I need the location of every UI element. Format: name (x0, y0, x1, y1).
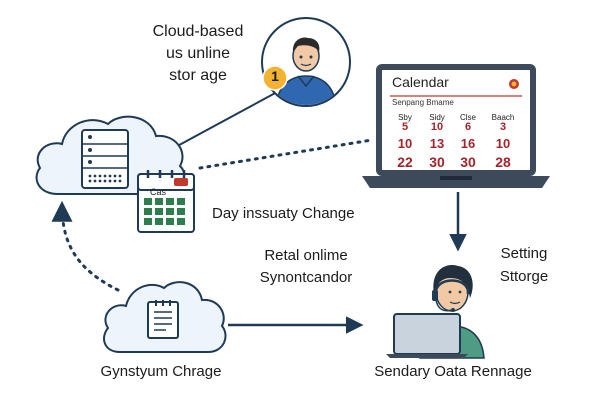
calendar-header: Sby (398, 113, 412, 122)
cloud-storage-label-line1: Cloud-based (152, 23, 244, 40)
small-calendar-icon (137, 170, 195, 233)
sendary-label: Sendary Oata Rennage (374, 363, 532, 380)
calendar-header: Baach (491, 113, 515, 122)
calendar-header: Sidy (429, 113, 445, 122)
retal-label-line1: Retal onlime (264, 247, 348, 264)
calendar-cell: 3 (499, 121, 507, 133)
retal-label-line2: Synontcandor (259, 269, 353, 286)
number-badge-icon (262, 65, 288, 91)
calendar-cell: 28 (495, 154, 511, 170)
operator-headset-icon (386, 265, 485, 359)
calendar-header: Clse (459, 113, 476, 122)
small-calendar-title: Cas (150, 187, 167, 197)
calendar-to-laptop-dotted-line (198, 138, 374, 170)
cloud-storage-label-line3: stor age (169, 67, 227, 84)
calendar-cell: 6 (464, 121, 472, 133)
laptop-calendar-subtitle: Senpang Bmame (392, 98, 454, 107)
cloud-storage-label-line2: us unline (165, 45, 231, 62)
calendar-cell: 16 (460, 136, 476, 151)
setting-label-line1: Setting (500, 245, 548, 262)
setting-label-line2: Sttorge (499, 268, 549, 285)
calendar-cell: 10 (430, 121, 444, 133)
calendar-cell: 30 (460, 154, 476, 170)
calendar-cell: 22 (397, 154, 413, 170)
gynstyum-label: Gynstyum Chrage (100, 363, 222, 380)
badge-number: 1 (271, 68, 279, 84)
calendar-cell: 5 (401, 121, 409, 133)
laptop-icon (362, 64, 550, 188)
cloud-to-person-line (169, 84, 291, 151)
calendar-cell: 30 (429, 154, 445, 170)
calendar-cell: 10 (495, 136, 511, 151)
document-cloud-icon (103, 281, 227, 353)
sync-dotted-arrow (51, 200, 120, 292)
calendar-cell: 10 (397, 136, 413, 151)
laptop-calendar-title: Calendar (392, 74, 449, 90)
calendar-cell: 13 (429, 136, 445, 151)
day-change-label: Day inssuaty Change (212, 205, 355, 222)
